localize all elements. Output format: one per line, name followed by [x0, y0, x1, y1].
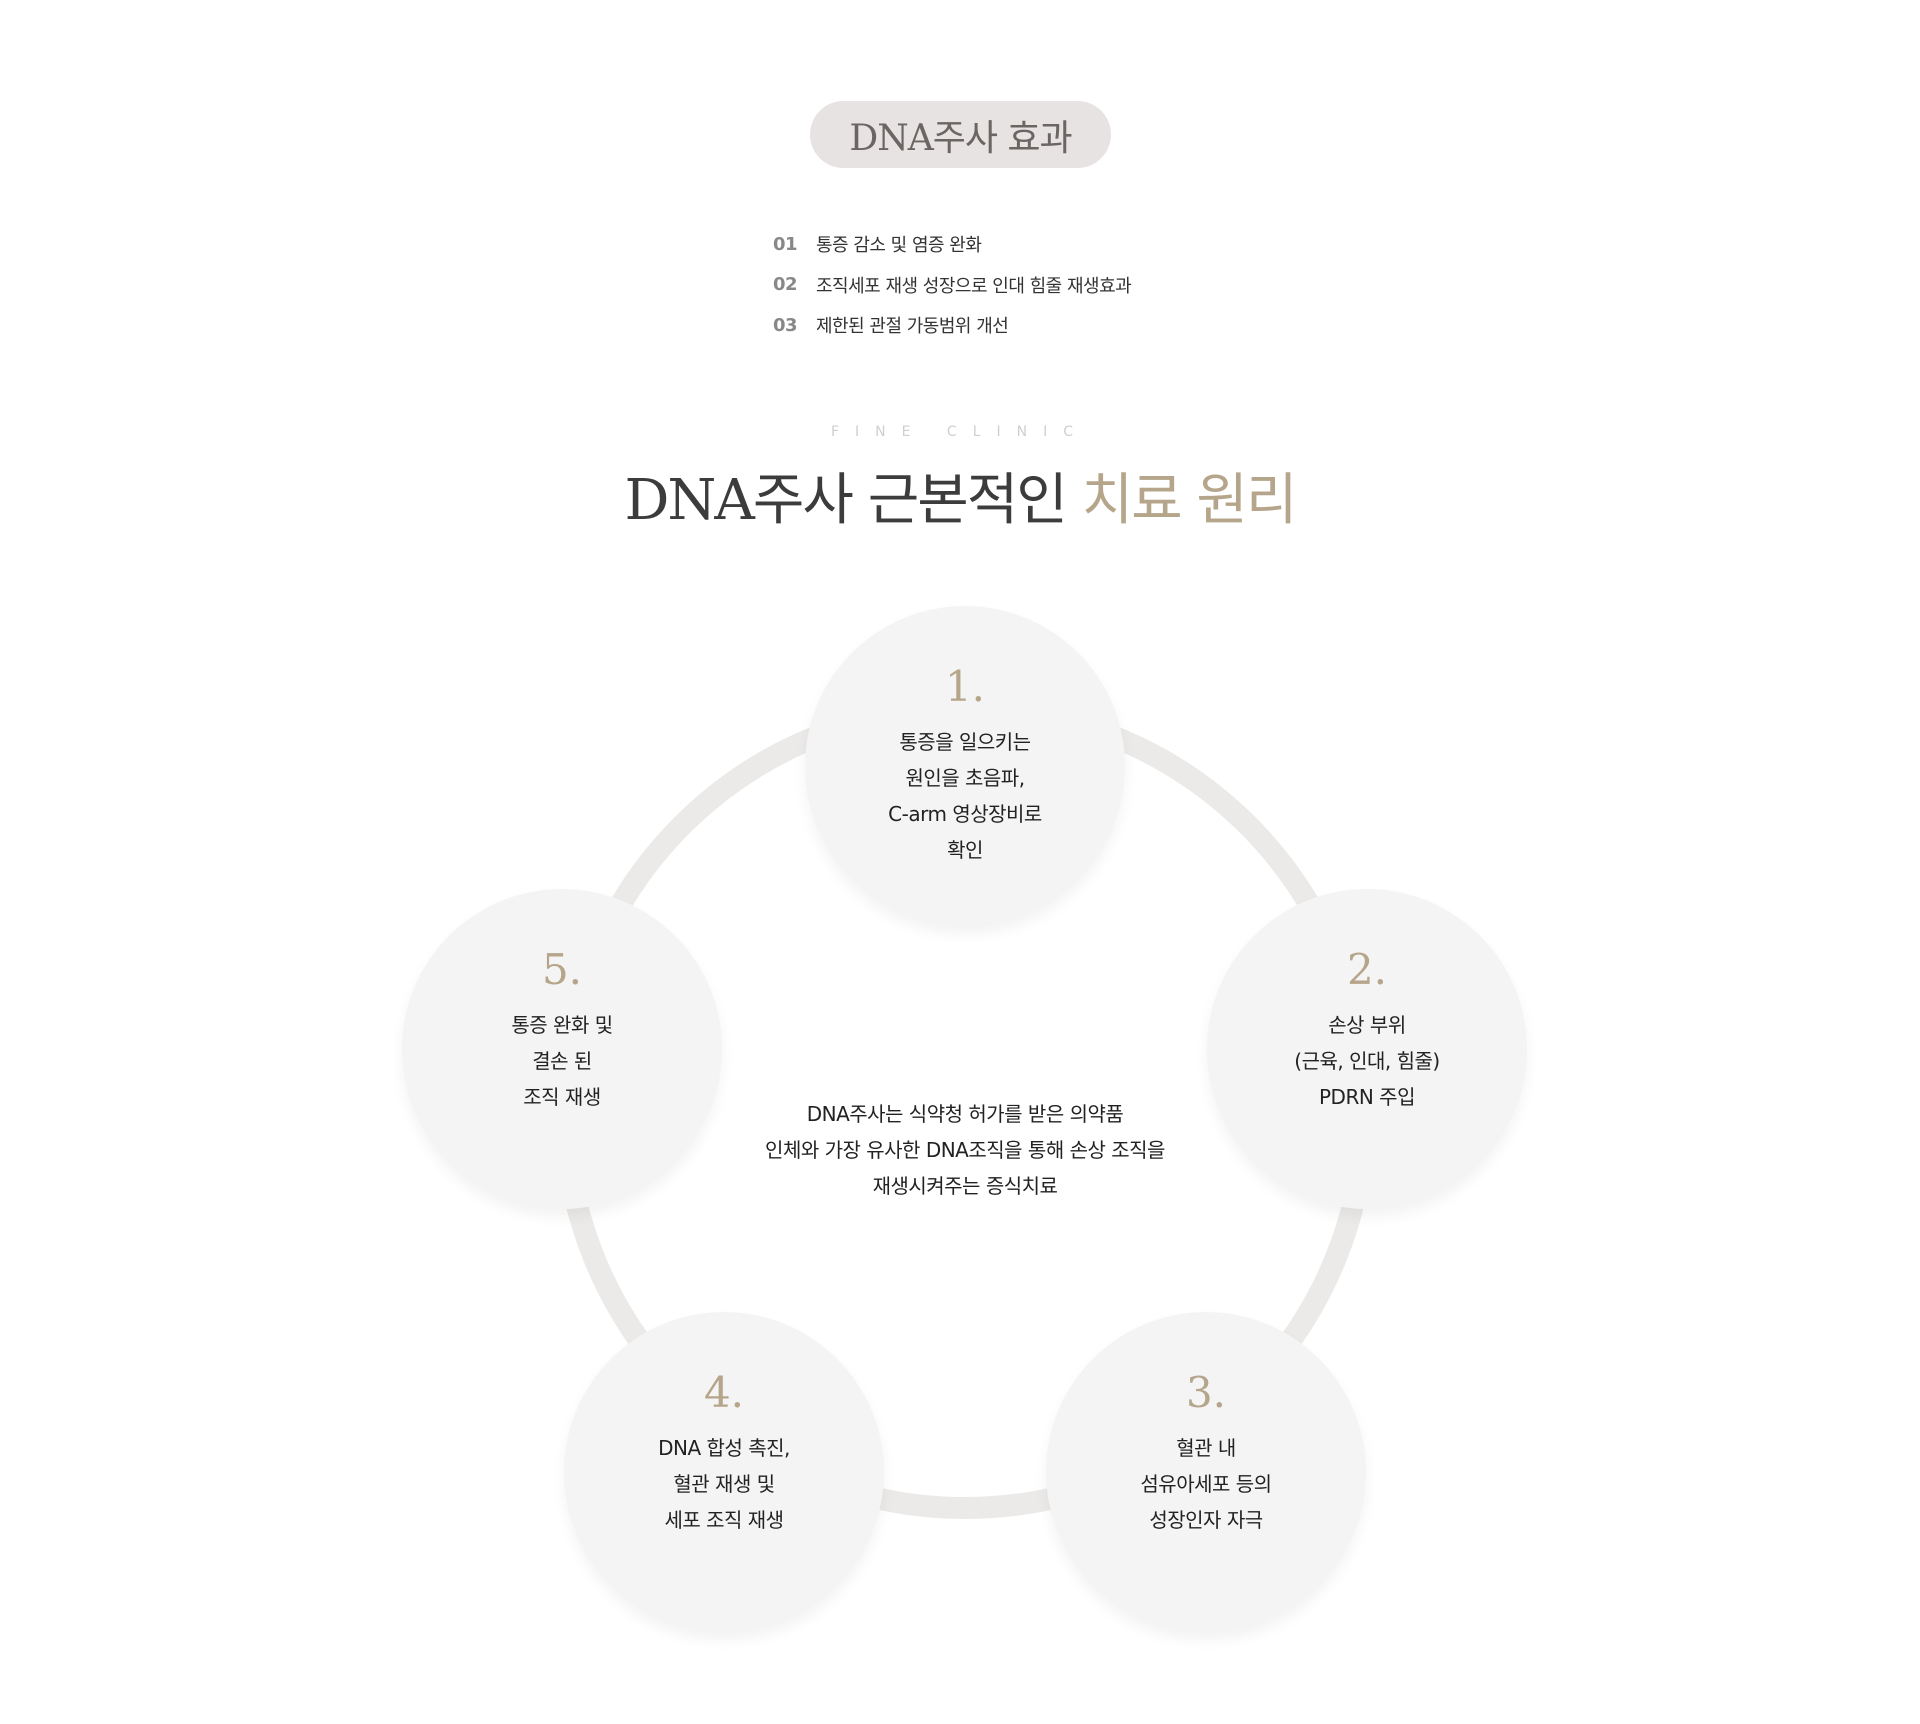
- center-line: 재생시켜주는 증식치료: [872, 1174, 1058, 1198]
- effect-number: 01: [773, 233, 798, 255]
- effect-item: 01 통증 감소 및 염증 완화: [773, 224, 1131, 265]
- step-number: 1.: [944, 662, 986, 711]
- step-circle-3: 3. 혈관 내 섬유아세포 등의 성장인자 자극: [1046, 1312, 1366, 1632]
- effect-text: 제한된 관절 가동범위 개선: [816, 316, 1009, 338]
- step-line: PDRN 주입: [1319, 1085, 1415, 1109]
- effect-text: 통증 감소 및 염증 완화: [816, 235, 982, 257]
- step-line: 혈관 재생 및: [673, 1472, 775, 1496]
- center-line: DNA주사는 식약청 허가를 받은 의약품: [806, 1102, 1124, 1126]
- step-line: 손상 부위: [1328, 1013, 1406, 1037]
- step-circle-1: 1. 통증을 일으키는 원인을 초음파, C-arm 영상장비로 확인: [805, 606, 1125, 926]
- step-number: 3.: [1185, 1368, 1227, 1417]
- center-line: 인체와 가장 유사한 DNA조직을 통해 손상 조직을: [765, 1138, 1165, 1162]
- step-line: C-arm 영상장비로: [888, 802, 1042, 826]
- effect-text: 조직세포 재생 성장으로 인대 힘줄 재생효과: [816, 275, 1132, 297]
- section-title: DNA주사 근본적인 치료 원리: [0, 455, 1920, 536]
- title-accent: 치료 원리: [1081, 468, 1298, 533]
- step-line: 혈관 내: [1176, 1436, 1236, 1460]
- effect-item: 02 조직세포 재생 성장으로 인대 힘줄 재생효과: [773, 265, 1132, 306]
- step-line: 통증을 일으키는: [899, 730, 1031, 754]
- title-main: DNA주사 근본적인: [624, 468, 1068, 533]
- step-line: 섬유아세포 등의: [1140, 1472, 1272, 1496]
- effects-badge: DNA주사 효과: [810, 101, 1111, 168]
- step-line: 성장인자 자극: [1149, 1508, 1263, 1532]
- effect-number: 03: [773, 314, 798, 336]
- step-number: 2.: [1346, 945, 1388, 994]
- step-circle-2: 2. 손상 부위 (근육, 인대, 힘줄) PDRN 주입: [1207, 889, 1527, 1209]
- section-eyebrow: FINE CLINIC: [830, 424, 1090, 440]
- step-line: 통증 완화 및: [511, 1013, 613, 1037]
- step-line: 결손 된: [532, 1049, 592, 1073]
- step-line: DNA 합성 촉진,: [658, 1436, 790, 1460]
- step-line: 확인: [947, 838, 983, 862]
- step-number: 5.: [541, 945, 583, 994]
- step-line: 조직 재생: [523, 1085, 601, 1109]
- effect-item: 03 제한된 관절 가동범위 개선: [773, 305, 1131, 346]
- step-number: 4.: [703, 1368, 745, 1417]
- step-line: (근육, 인대, 힘줄): [1294, 1049, 1440, 1073]
- center-description: DNA주사는 식약청 허가를 받은 의약품 인체와 가장 유사한 DNA조직을 …: [660, 1096, 1270, 1204]
- step-circle-4: 4. DNA 합성 촉진, 혈관 재생 및 세포 조직 재생: [564, 1312, 884, 1632]
- step-line: 원인을 초음파,: [905, 766, 1025, 790]
- effects-list: 01 통증 감소 및 염증 완화 02 조직세포 재생 성장으로 인대 힘줄 재생효…: [773, 224, 1132, 346]
- step-line: 세포 조직 재생: [664, 1508, 784, 1532]
- effect-number: 02: [773, 274, 798, 296]
- step-circle-5: 5. 통증 완화 및 결손 된 조직 재생: [402, 889, 722, 1209]
